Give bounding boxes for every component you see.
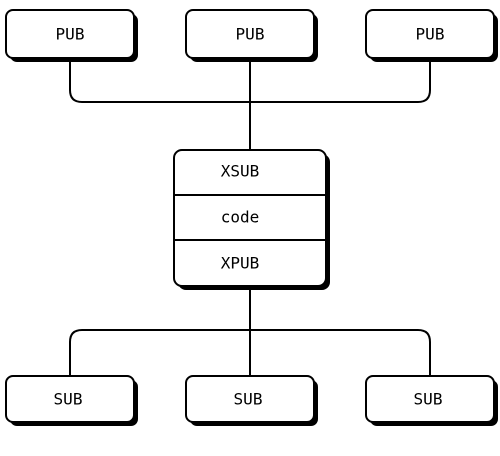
subscriber-label: SUB [414, 390, 443, 409]
subscriber-node-1: SUB [5, 375, 138, 426]
connector-pub-3 [250, 58, 431, 103]
publisher-label: PUB [236, 25, 265, 44]
proxy-xsub-label: XSUB [221, 162, 260, 181]
publisher-label: PUB [416, 25, 445, 44]
proxy-code-label: code [221, 208, 260, 227]
publisher-node-2: PUB [185, 9, 318, 62]
publisher-label: PUB [56, 25, 85, 44]
subscriber-label: SUB [54, 390, 83, 409]
proxy-xpub-label: XPUB [221, 254, 260, 273]
publisher-node-3: PUB [365, 9, 498, 62]
publisher-connectors [69, 58, 431, 150]
subscriber-label: SUB [234, 390, 263, 409]
proxy-node: XSUB code XPUB [173, 149, 330, 290]
connector-sub-1 [69, 329, 250, 378]
connector-sub-3 [250, 329, 431, 378]
publisher-node-1: PUB [5, 9, 138, 62]
subscriber-connectors [69, 286, 431, 378]
subscriber-node-2: SUB [185, 375, 318, 426]
connector-pub-1 [69, 58, 250, 103]
subscriber-node-3: SUB [365, 375, 498, 426]
